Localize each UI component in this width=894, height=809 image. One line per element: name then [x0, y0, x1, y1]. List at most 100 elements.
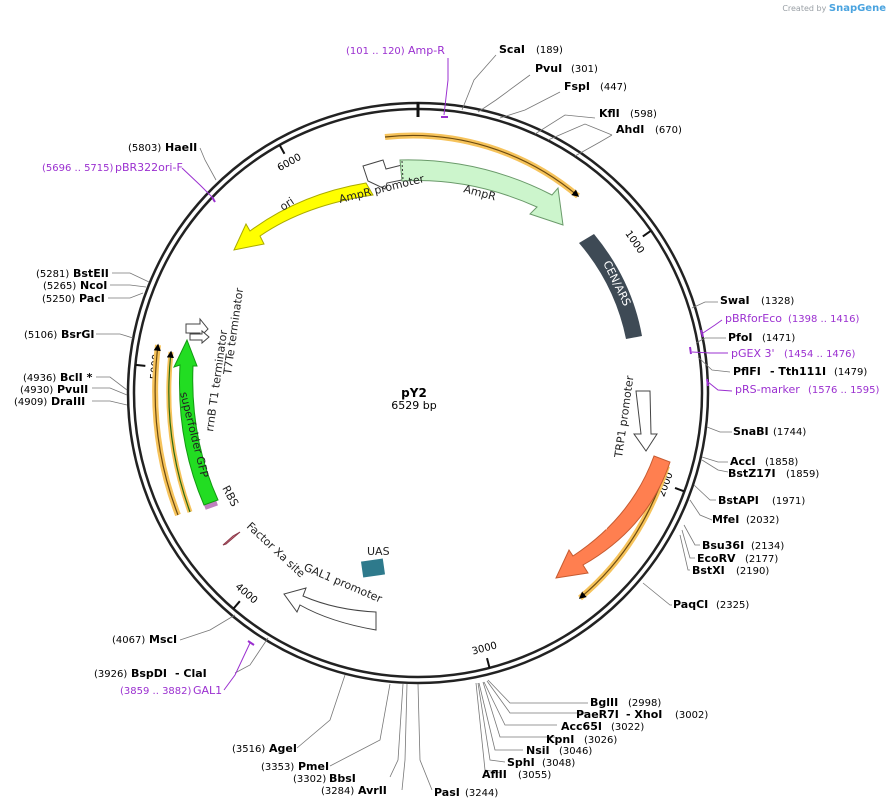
site-draiii-pos: (4909)	[14, 397, 47, 408]
site-draiii: DraIII	[51, 395, 85, 408]
feature-uas	[360, 558, 386, 578]
site-pvui-pos: (301)	[571, 64, 598, 75]
feature-orf-amp-line	[384, 134, 580, 197]
label-rbs: RBS	[219, 483, 241, 509]
site-scai-pos: (189)	[536, 45, 563, 56]
site-clai: - ClaI	[175, 667, 207, 680]
site-msci-pos: (4067)	[112, 635, 145, 646]
site-haeii: HaeII	[165, 141, 197, 154]
feature-t7te-terminator	[189, 329, 210, 345]
feature-ampr-dash	[401, 160, 404, 181]
site-bsrgi: BsrGI	[61, 328, 94, 341]
label-uas: UAS	[367, 545, 390, 558]
site-fspi-pos: (447)	[600, 82, 627, 93]
site-agei: AgeI	[269, 742, 297, 755]
site-pasi: PasI	[434, 786, 460, 799]
site-acci-pos: (1858)	[765, 457, 798, 468]
tick-label-1000: 1000	[622, 229, 646, 256]
site-pmei-pos: (3353)	[261, 762, 294, 773]
primer-pbrforeco: pBRforEco	[725, 312, 782, 325]
site-bglii-pos: (2998)	[628, 698, 661, 709]
snapgene-logo: SnapGene	[828, 3, 886, 14]
primer-mark-gal1	[247, 640, 255, 646]
snapgene-credit: Created by SnapGene	[782, 3, 886, 14]
site-avrii-pos: (3284)	[321, 786, 354, 797]
site-pmei: PmeI	[298, 760, 329, 773]
tick-mark-2000	[674, 487, 685, 493]
site-bspdi-pos: (3926)	[94, 669, 127, 680]
primer-pbr322ori: pBR322ori-F	[115, 161, 183, 174]
site-pvuii-pos: (4930)	[20, 385, 53, 396]
site-mfei: MfeI	[712, 513, 739, 526]
site-ahdi-pos: (670)	[655, 125, 682, 136]
site-paer7i-pos: (3002)	[675, 710, 708, 721]
site-kpni: KpnI	[546, 733, 574, 746]
site-acci: AccI	[730, 455, 756, 468]
primer-prs-marker-range: (1576 .. 1595)	[808, 385, 880, 396]
site-bsteii-pos: (5281)	[36, 269, 69, 280]
site-bstxi-pos: (2190)	[736, 566, 769, 577]
site-kfli-pos: (598)	[630, 109, 657, 120]
site-mfei-pos: (2032)	[746, 515, 779, 526]
leader-lines	[92, 54, 732, 791]
site-tth111i: - Tth111I	[770, 365, 826, 378]
site-paer7i: PaeR7I	[576, 708, 619, 721]
site-bspdi: BspDI	[131, 667, 167, 680]
primer-gal1: GAL1	[193, 684, 222, 697]
site-swai: SwaI	[720, 294, 750, 307]
feature-orf-gfp	[152, 344, 181, 517]
feature-superfolder-gfp	[173, 338, 219, 506]
site-aflii: AflII	[482, 768, 507, 781]
feature-trp1-promoter	[633, 390, 658, 452]
site-paqci: PaqCI	[673, 598, 708, 611]
site-snabi: SnaBI	[733, 425, 769, 438]
site-sphi-pos: (3048)	[542, 758, 575, 769]
site-msci: MscI	[149, 633, 177, 646]
site-clai-name: ClaI	[183, 667, 206, 680]
label-factor-xa: Factor Xa site	[244, 520, 308, 581]
feature-orf-gfp-line	[153, 343, 179, 516]
site-ncoi-pos: (5265)	[43, 281, 76, 292]
site-ecorv-pos: (2177)	[745, 554, 778, 565]
primer-mark-prs	[706, 378, 709, 387]
site-xhoi: - XhoI	[626, 708, 662, 721]
plasmid-name: pY2	[401, 386, 427, 400]
site-bsrgi-pos: (5106)	[24, 330, 57, 341]
tick-mark-3000	[486, 657, 491, 669]
feature-factor-xa	[222, 531, 241, 546]
site-tth111i-name: Tth111I	[778, 365, 826, 378]
features	[152, 116, 709, 646]
tick-label-4000: 4000	[233, 582, 259, 607]
site-paqci-pos: (2325)	[716, 600, 749, 611]
primer-gal1-range: (3859 .. 3882)	[120, 686, 192, 697]
site-pasi-pos: (3244)	[465, 788, 498, 799]
primer-labels: (101 .. 120) Amp-R pBRforEco (1398 .. 14…	[42, 44, 880, 697]
site-acc65i: Acc65I	[561, 720, 602, 733]
site-bcli-pos: (4936)	[23, 373, 56, 384]
restriction-sites: ScaI (189) PvuI (301) FspI (447) KflI (5…	[14, 43, 867, 799]
site-pflfi: PflFI	[733, 365, 761, 378]
created-by-text: Created by	[782, 4, 827, 13]
primer-pgex-range: (1454 .. 1476)	[784, 349, 856, 360]
feature-ampr	[399, 159, 564, 226]
site-swai-pos: (1328)	[761, 296, 794, 307]
tick-mark-4000	[232, 600, 241, 610]
site-kfli: KflI	[599, 107, 620, 120]
tick-mark-6000	[278, 144, 286, 155]
site-bcli: BclI *	[60, 371, 93, 384]
site-bsu36i-pos: (2134)	[751, 541, 784, 552]
site-bbsi-pos: (3302)	[293, 774, 326, 785]
primer-pbr322ori-range: (5696 .. 5715)	[42, 163, 114, 174]
site-bsu36i: Bsu36I	[702, 539, 744, 552]
site-pvui: PvuI	[535, 62, 562, 75]
tick-mark-5000	[135, 363, 146, 367]
tick-label-6000: 6000	[276, 152, 304, 174]
site-agei-pos: (3516)	[232, 744, 265, 755]
site-sphi: SphI	[507, 756, 535, 769]
site-xhoi-name: XhoI	[634, 708, 662, 721]
site-pfoi-pos: (1471)	[762, 333, 795, 344]
site-pflfi-pos: (1479)	[834, 367, 867, 378]
primer-pbrforeco-range: (1398 .. 1416)	[788, 314, 860, 325]
feature-ori	[233, 182, 374, 251]
feature-cen-ars	[579, 234, 642, 339]
